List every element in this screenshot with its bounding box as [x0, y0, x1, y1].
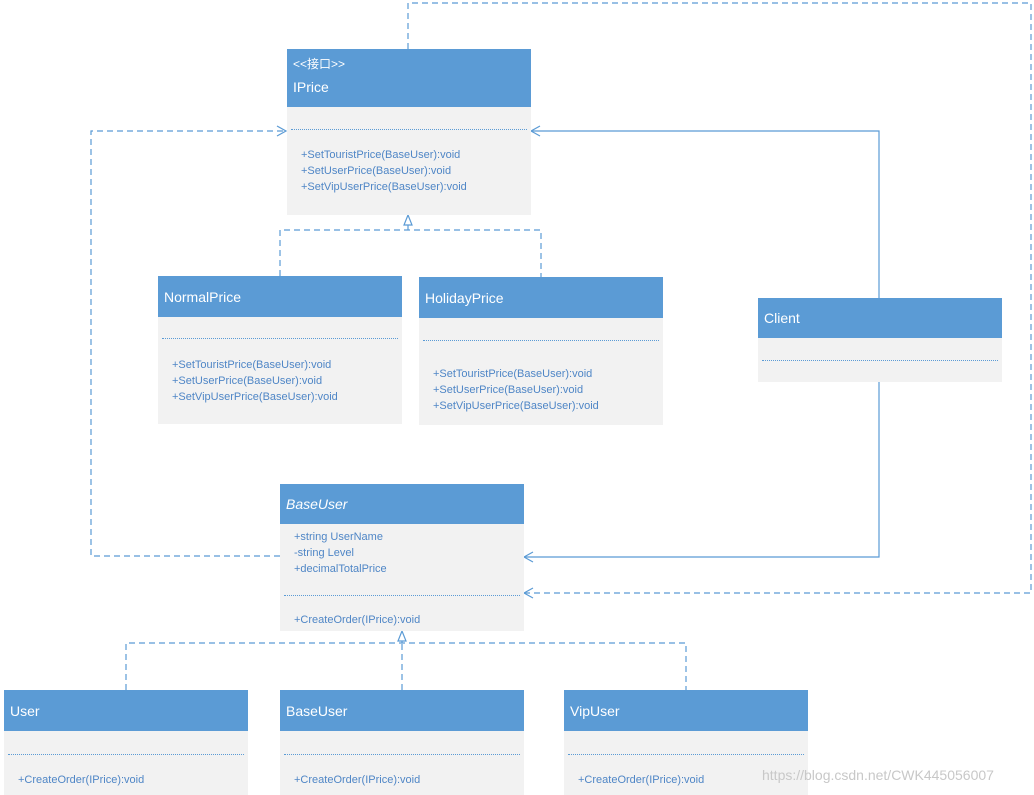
method-line: +SetUserPrice(BaseUser):void: [172, 375, 323, 387]
baseuser-abstract-separator: [284, 595, 520, 596]
dependency-arrowhead-iprice-left: [276, 125, 288, 137]
inheritance-arrowhead-baseuser: [397, 629, 407, 642]
attribute-line: +decimalTotalPrice: [294, 563, 387, 575]
user-class-box[interactable]: User +CreateOrder(IPrice):void: [4, 690, 248, 795]
inheritance-users-to-baseuser: [125, 641, 687, 690]
attribute-line: +string UserName: [294, 531, 383, 543]
client-name: Client: [764, 310, 800, 326]
association-arrowhead-iprice: [529, 125, 541, 137]
realization-normal-holiday-to-iprice: [279, 225, 542, 277]
baseuser-abstract-header: BaseUser: [280, 484, 524, 524]
vipuser-methods: +CreateOrder(IPrice):void: [578, 772, 704, 788]
method-line: +SetTouristPrice(BaseUser):void: [433, 368, 593, 380]
baseuser-abstract-class-box[interactable]: BaseUser +string UserName -string Level …: [280, 484, 524, 631]
client-class-box[interactable]: Client: [758, 298, 1002, 382]
iprice-stereotype: <<接口>>: [293, 57, 346, 71]
iprice-separator: [291, 129, 527, 130]
association-arrowhead-baseuser: [522, 551, 534, 563]
attribute-line: -string Level: [294, 547, 354, 559]
holidayprice-header: HolidayPrice: [419, 277, 663, 318]
user-name: User: [10, 703, 40, 719]
normalprice-header: NormalPrice: [158, 276, 402, 317]
method-line: +CreateOrder(IPrice):void: [294, 774, 421, 786]
iprice-header: <<接口>> IPrice: [287, 49, 531, 107]
user-methods: +CreateOrder(IPrice):void: [18, 772, 144, 788]
user-separator: [8, 754, 244, 755]
normalprice-name: NormalPrice: [164, 289, 242, 305]
method-line: +SetVipUserPrice(BaseUser):void: [301, 181, 467, 193]
realization-arrowhead-iprice: [403, 213, 413, 226]
normalprice-methods: +SetTouristPrice(BaseUser):void +SetUser…: [172, 357, 338, 405]
vipuser-header: VipUser: [564, 690, 808, 731]
method-line: +CreateOrder(IPrice):void: [294, 614, 421, 626]
baseuser-abstract-name: BaseUser: [286, 496, 348, 512]
holidayprice-class-box[interactable]: HolidayPrice +SetTouristPrice(BaseUser):…: [419, 277, 663, 425]
baseuser-class-box[interactable]: BaseUser +CreateOrder(IPrice):void: [280, 690, 524, 795]
client-header: Client: [758, 298, 1002, 338]
vipuser-name: VipUser: [570, 703, 620, 719]
method-line: +CreateOrder(IPrice):void: [18, 774, 145, 786]
method-line: +SetVipUserPrice(BaseUser):void: [172, 391, 338, 403]
method-line: +SetUserPrice(BaseUser):void: [433, 384, 584, 396]
method-line: +SetTouristPrice(BaseUser):void: [301, 149, 461, 161]
watermark: https://blog.csdn.net/CWK445056007: [762, 767, 994, 783]
dependency-arrowhead-baseuser-right: [522, 587, 534, 599]
normalprice-separator: [162, 338, 398, 339]
baseuser-abstract-attributes: +string UserName -string Level +decimalT…: [294, 529, 387, 577]
normalprice-class-box[interactable]: NormalPrice +SetTouristPrice(BaseUser):v…: [158, 276, 402, 424]
baseuser-separator: [284, 754, 520, 755]
baseuser-abstract-methods: +CreateOrder(IPrice):void: [294, 612, 420, 628]
association-client-to-iprice: [531, 130, 880, 298]
vipuser-separator: [568, 754, 804, 755]
method-line: +SetTouristPrice(BaseUser):void: [172, 359, 332, 371]
user-header: User: [4, 690, 248, 731]
method-line: +SetUserPrice(BaseUser):void: [301, 165, 452, 177]
iprice-interface-box[interactable]: <<接口>> IPrice +SetTouristPrice(BaseUser)…: [287, 49, 531, 215]
baseuser-header: BaseUser: [280, 690, 524, 731]
holidayprice-separator: [423, 340, 659, 341]
iprice-methods: +SetTouristPrice(BaseUser):void +SetUser…: [301, 147, 467, 195]
baseuser-methods: +CreateOrder(IPrice):void: [294, 772, 420, 788]
client-separator: [762, 360, 998, 361]
method-line: +SetVipUserPrice(BaseUser):void: [433, 400, 599, 412]
holidayprice-methods: +SetTouristPrice(BaseUser):void +SetUser…: [433, 366, 599, 414]
baseuser-name: BaseUser: [286, 703, 348, 719]
holidayprice-name: HolidayPrice: [425, 290, 504, 306]
iprice-name: IPrice: [293, 79, 329, 95]
vipuser-class-box[interactable]: VipUser +CreateOrder(IPrice):void: [564, 690, 808, 795]
method-line: +CreateOrder(IPrice):void: [578, 774, 705, 786]
